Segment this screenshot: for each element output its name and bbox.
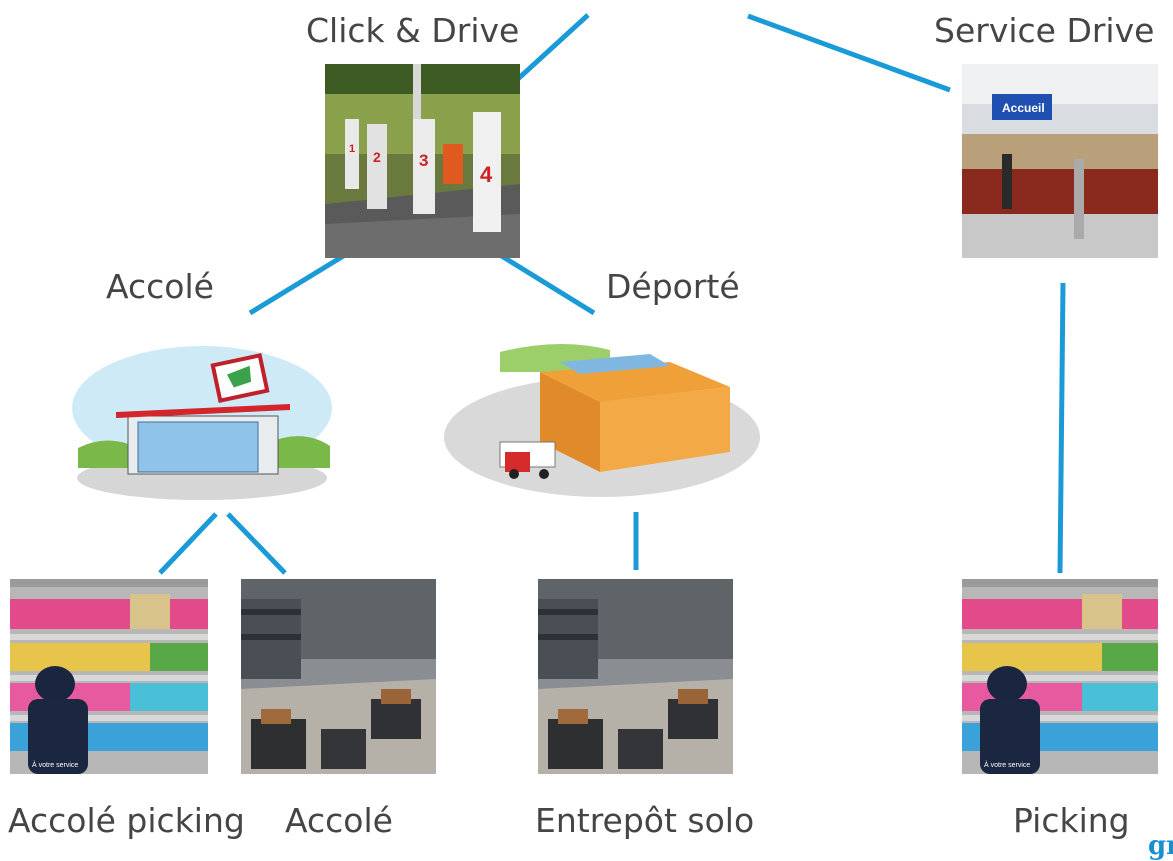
connector-accole-leaf — [226, 512, 287, 575]
photo-picking-shelves: À votre service — [962, 579, 1158, 774]
photo-click-drive-kiosks: 1 2 3 4 — [325, 64, 520, 258]
node-label-accole: Accolé — [106, 267, 214, 306]
node-label-accole-picking: Accolé picking — [8, 801, 245, 840]
node-label-service-drive: Service Drive — [934, 11, 1155, 50]
node-label-picking: Picking — [1013, 801, 1130, 840]
kiosk-number-1: 1 — [349, 143, 355, 155]
connector-click-drive-accole — [248, 252, 347, 316]
connector-service-picking — [1057, 282, 1066, 574]
connector-accole-picking — [158, 512, 218, 575]
vest-text: À votre service — [32, 760, 78, 769]
node-label-accole-leaf: Accolé — [285, 801, 393, 840]
logo-fragment: gr — [1148, 831, 1173, 861]
connector-click-drive-deporte — [498, 252, 596, 316]
photo-accole-warehouse — [241, 579, 436, 774]
photo-accole-picking-shelves: À votre service — [10, 579, 208, 774]
connector-top-service-drive — [747, 13, 951, 93]
illustration-deporte-warehouse — [440, 332, 765, 502]
node-label-entrepot-solo: Entrepôt solo — [535, 801, 755, 840]
connector-top-click-drive — [506, 13, 590, 90]
node-label-click-drive: Click & Drive — [306, 11, 520, 50]
accueil-sign-text: Accueil — [1002, 101, 1045, 115]
kiosk-number-2: 2 — [373, 149, 381, 165]
kiosk-number-4: 4 — [480, 162, 493, 187]
kiosk-number-3: 3 — [419, 151, 428, 170]
illustration-accole-store — [68, 338, 336, 502]
photo-service-drive-counter: Accueil — [962, 64, 1158, 258]
vest-text-2: À votre service — [984, 760, 1030, 769]
node-label-deporte: Déporté — [606, 267, 740, 306]
photo-entrepot-solo-warehouse — [538, 579, 733, 774]
